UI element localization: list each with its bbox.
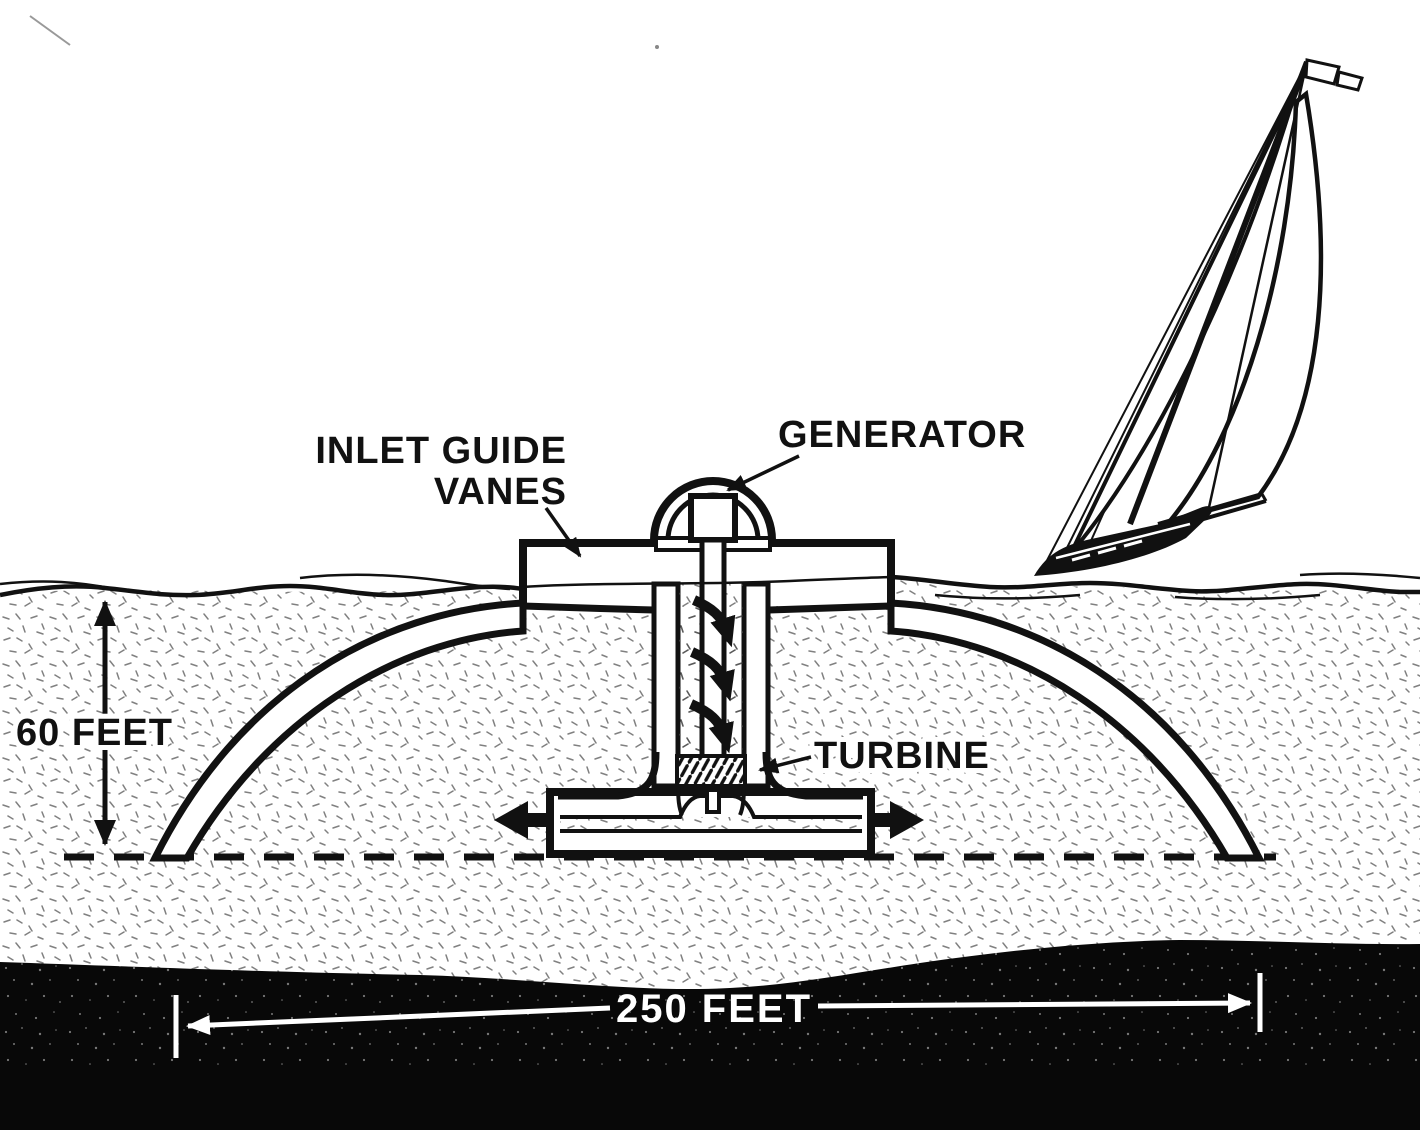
span-line-right — [817, 993, 1252, 1014]
wave-detail — [1174, 593, 1321, 601]
wave-detail — [0, 580, 116, 591]
waterline-right — [890, 574, 1420, 595]
mast — [1127, 60, 1310, 526]
span-line-left — [186, 1005, 611, 1036]
flow-arrow — [688, 699, 734, 754]
wave-detail — [1299, 572, 1420, 580]
backstay — [1206, 65, 1308, 513]
generator-leader-arrow — [726, 454, 800, 492]
flow-arrow — [691, 595, 736, 648]
duct-shoulder-left — [558, 751, 660, 800]
scan-specks — [29, 15, 659, 49]
inlet-housing-floor-left — [522, 602, 655, 614]
wave-detail — [934, 593, 1081, 600]
label-turbine: TURBINE — [814, 735, 990, 777]
outflow-arrow-right — [868, 801, 924, 839]
label-inlet-guide-vanes-line1: INLET GUIDE — [315, 430, 567, 472]
deck-details — [1055, 522, 1191, 562]
sailboat — [1034, 58, 1364, 576]
shaft-tip — [705, 788, 721, 814]
inlet-housing-floor-right — [767, 602, 892, 614]
outflow-arrow-left — [494, 801, 552, 839]
turbine-hatch — [675, 754, 747, 788]
flow-arrows — [688, 595, 736, 754]
dome-structure — [149, 599, 1265, 862]
water-surface — [0, 572, 1420, 601]
label-generator: GENERATOR — [778, 414, 1026, 456]
flag-icon — [1304, 58, 1364, 92]
wave-detail — [299, 573, 511, 591]
duct-core-stipple — [560, 817, 862, 831]
span-label: 250 FEET — [616, 987, 812, 1031]
inlet-guide-vanes-leader-arrow — [544, 506, 582, 558]
generator-box — [688, 493, 738, 543]
label-inlet-guide-vanes-line2: VANES — [434, 471, 567, 513]
waterline-through-housing — [522, 575, 892, 589]
depth-label: 60 FEET — [16, 712, 173, 754]
part-labels: INLET GUIDE VANES GENERATOR TURBINE 60 F… — [11, 414, 1026, 782]
dome-shell-right — [887, 599, 1265, 862]
span-dimension: 250 FEET — [173, 973, 1263, 1058]
turbine-leader-arrow — [758, 755, 812, 774]
flow-arrow — [689, 647, 735, 702]
